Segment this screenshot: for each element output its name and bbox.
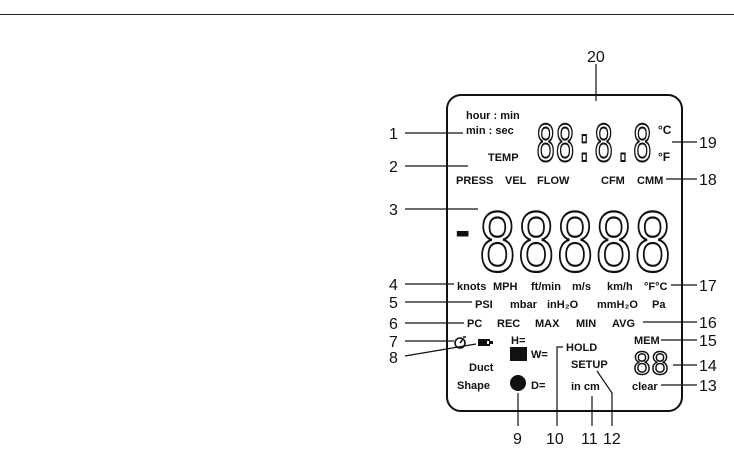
avg-label: AVG bbox=[612, 318, 635, 330]
max-label: MAX bbox=[535, 318, 560, 330]
hold-label: HOLD bbox=[566, 342, 597, 354]
callout-5: 5 bbox=[389, 295, 398, 312]
callout-4: 4 bbox=[389, 277, 398, 294]
width-label: W= bbox=[531, 349, 548, 361]
mph-label: MPH bbox=[493, 281, 518, 293]
pc-label: PC bbox=[467, 318, 482, 330]
small-digit-display: 88:8.8 bbox=[536, 115, 652, 173]
minus-sign: - bbox=[455, 204, 470, 256]
temp-label: TEMP bbox=[488, 152, 519, 164]
diameter-label: D= bbox=[531, 380, 545, 392]
callout-6: 6 bbox=[389, 316, 398, 333]
knots-label: knots bbox=[457, 281, 486, 293]
hour-min-label: hour : min bbox=[466, 110, 520, 122]
shape-label: Shape bbox=[457, 380, 490, 392]
callout-11: 11 bbox=[581, 431, 598, 448]
mem-digit-display: 88 bbox=[633, 347, 669, 382]
rec-label: REC bbox=[497, 318, 520, 330]
mmh2o-label: mmH₂O bbox=[597, 299, 638, 311]
main-digit-display: 88888 bbox=[478, 197, 672, 290]
mbar-label: mbar bbox=[510, 299, 538, 311]
celsius-label: °C bbox=[658, 123, 672, 137]
callout-9: 9 bbox=[513, 431, 522, 448]
callout-17: 17 bbox=[699, 278, 717, 295]
setup-label: SETUP bbox=[571, 359, 608, 371]
auto-power-off-timer-icon bbox=[454, 336, 466, 349]
cfm-label: CFM bbox=[601, 175, 625, 187]
vel-label: VEL bbox=[505, 175, 527, 187]
clear-label: clear bbox=[632, 381, 658, 393]
lcd-frame bbox=[446, 94, 683, 412]
callout-15: 15 bbox=[699, 333, 717, 350]
callout-19: 19 bbox=[699, 135, 717, 152]
callout-20: 20 bbox=[587, 49, 605, 66]
callout-2: 2 bbox=[389, 159, 398, 176]
m-s-label: m/s bbox=[572, 281, 591, 293]
fahrenheit-label: °F bbox=[658, 150, 670, 164]
duct-label: Duct bbox=[469, 362, 494, 374]
min-label: MIN bbox=[576, 318, 596, 330]
callout-8: 8 bbox=[389, 350, 398, 367]
callout-13: 13 bbox=[699, 378, 717, 395]
callout-18: 18 bbox=[699, 172, 717, 189]
callout-7: 7 bbox=[389, 334, 398, 351]
callout-10: 10 bbox=[546, 431, 564, 448]
callout-12: 12 bbox=[603, 431, 621, 448]
flow-label: FLOW bbox=[537, 175, 570, 187]
callout-14: 14 bbox=[699, 358, 717, 375]
rectangular-duct-icon bbox=[510, 347, 527, 361]
in-cm-label: in cm bbox=[571, 381, 600, 393]
km-h-label: km/h bbox=[607, 281, 633, 293]
inh2o-label: inH₂O bbox=[547, 299, 579, 311]
deg-fc-label: °F°C bbox=[644, 281, 668, 293]
pa-label: Pa bbox=[652, 299, 666, 311]
low-battery-icon bbox=[478, 339, 493, 346]
callout-3: 3 bbox=[389, 202, 398, 219]
ft-min-label: ft/min bbox=[531, 281, 561, 293]
callout-1: 1 bbox=[389, 126, 398, 143]
round-duct-icon bbox=[510, 375, 526, 391]
callout-16: 16 bbox=[699, 315, 717, 332]
height-label: H= bbox=[511, 335, 525, 347]
leader-lines bbox=[404, 64, 697, 426]
cmm-label: CMM bbox=[637, 175, 663, 187]
top-rule bbox=[0, 14, 734, 15]
press-label: PRESS bbox=[456, 175, 493, 187]
psi-label: PSI bbox=[475, 299, 493, 311]
min-sec-label: min : sec bbox=[466, 125, 514, 137]
mem-label: MEM bbox=[634, 335, 660, 347]
